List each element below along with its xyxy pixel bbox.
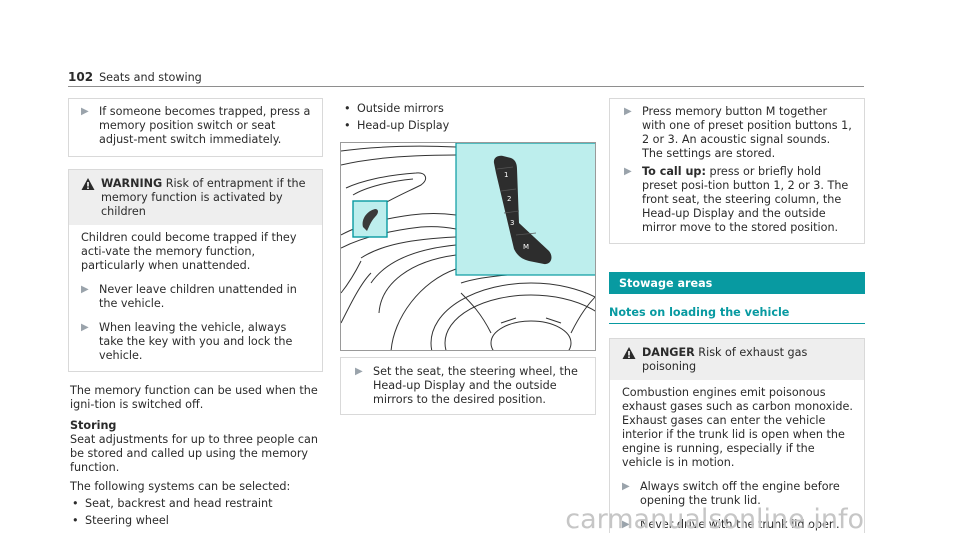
memory-button-1-label: 1 — [504, 171, 508, 179]
column-right: ▶ Press memory button M together with on… — [609, 98, 865, 533]
memory-button-2-label: 2 — [507, 195, 511, 203]
instruction-box: ▶ Press memory button M together with on… — [609, 98, 865, 244]
step-arrow-icon: ▶ — [81, 322, 89, 333]
column-left: ▶ If someone becomes trapped, press a me… — [68, 98, 323, 528]
instruction-step: ▶ Set the seat, the steering wheel, the … — [355, 365, 578, 406]
step-arrow-icon: ▶ — [355, 366, 363, 377]
warning-triangle-icon — [81, 178, 95, 190]
instruction-box: ▶ Set the seat, the steering wheel, the … — [340, 357, 596, 415]
danger-title: Risk of exhaust gas poisoning — [642, 346, 808, 373]
door-memory-buttons-illustration: 1 2 3 M — [340, 142, 596, 351]
illustration-svg: 1 2 3 M — [341, 143, 595, 350]
memory-text: The memory function can be used when the… — [70, 384, 318, 411]
step-arrow-icon: ▶ — [81, 106, 89, 117]
list-item: Steering wheel — [68, 514, 323, 528]
memory-button-m-label: M — [523, 243, 529, 251]
step-arrow-icon: ▶ — [624, 166, 632, 177]
instruction-step-2: ▶ To call up: press or briefly hold pres… — [624, 165, 849, 234]
watermark: carmanualsonline.info — [565, 504, 864, 533]
step-arrow-icon: ▶ — [622, 519, 630, 530]
step-arrow-icon: ▶ — [81, 284, 89, 295]
instruction-step: ▶ If someone becomes trapped, press a me… — [81, 105, 311, 146]
systems-intro: The following systems can be selected: — [70, 480, 291, 493]
section-heading-stowage: Stowage areas — [609, 272, 865, 294]
warning-triangle-icon — [622, 347, 636, 359]
memory-button-3-label: 3 — [510, 219, 514, 227]
list-item: Outside mirrors — [340, 102, 596, 116]
page-header: 102 Seats and stowing — [68, 70, 202, 85]
danger-step-1: ▶ Always switch off the engine before op… — [622, 480, 840, 507]
danger-body: Combustion engines emit poisonous exhaus… — [622, 386, 853, 469]
step-arrow-icon: ▶ — [622, 481, 630, 492]
warning-body: Children could become trapped if they ac… — [81, 231, 297, 272]
warning-box: WARNING Risk of entrapment if the memory… — [68, 169, 323, 372]
warning-label: WARNING — [101, 177, 163, 190]
warning-title: Risk of entrapment if the memory functio… — [101, 177, 306, 218]
step-arrow-icon: ▶ — [624, 106, 632, 117]
page-number: 102 — [68, 70, 94, 84]
subsection-heading-loading: Notes on loading the vehicle — [609, 306, 865, 324]
danger-step-2: ▶ Never drive with the trunk lid open. — [622, 518, 840, 531]
instruction-step-1: ▶ Press memory button M together with on… — [624, 105, 852, 160]
instruction-box: ▶ If someone becomes trapped, press a me… — [68, 98, 323, 157]
danger-box: DANGER Risk of exhaust gas poisoning Com… — [609, 338, 865, 533]
danger-label: DANGER — [642, 346, 695, 359]
warning-step-1: ▶ Never leave children unattended in the… — [81, 283, 297, 310]
storing-text: Seat adjustments for up to three people … — [70, 433, 318, 474]
storing-heading: Storing — [70, 419, 117, 432]
list-item: Seat, backrest and head restraint — [68, 497, 323, 511]
column-middle: Outside mirrors Head-up Display — [340, 98, 596, 133]
header-rule — [68, 86, 864, 87]
danger-header: DANGER Risk of exhaust gas poisoning — [610, 339, 864, 380]
warning-step-2: ▶ When leaving the vehicle, always take … — [81, 321, 293, 362]
list-item: Head-up Display — [340, 119, 596, 133]
warning-header: WARNING Risk of entrapment if the memory… — [69, 170, 322, 225]
section-name: Seats and stowing — [99, 71, 202, 84]
